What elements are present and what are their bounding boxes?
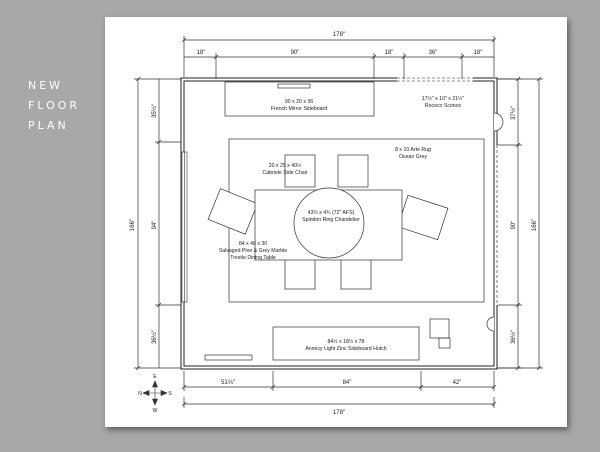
bottom-dimension: 51⅔" 84" 42" 178" — [181, 371, 497, 416]
sideboard-mirror — [277, 83, 311, 89]
top-seg-4: 36" — [429, 50, 438, 56]
compass-n: N — [138, 391, 142, 397]
title-line-1: NEW — [28, 79, 64, 92]
right-total-label: 166" — [532, 219, 538, 231]
chair-bottom-right — [340, 256, 372, 290]
right-seg-2: 90" — [511, 221, 517, 230]
chair-size-label: 20 x 25 x 40½ — [269, 162, 302, 169]
compass-e: E — [153, 374, 157, 380]
table-name-label-1: Salvaged Pine & Grey Marble — [219, 248, 287, 254]
top-seg-5: 18" — [474, 50, 483, 56]
top-dimension-total: 178" — [181, 32, 497, 77]
spiridon-ring-chandelier — [293, 187, 365, 259]
top-seg-2: 90" — [291, 50, 300, 56]
left-seg-2: 94" — [152, 221, 158, 230]
floor-plan-drawing: 178" 18" 90" 18" 36" 18" 166" 35½" 94" 3… — [130, 32, 543, 416]
chair-end-left — [207, 188, 258, 235]
bottom-seg-2: 84" — [343, 380, 352, 386]
bottom-seg-3: 42" — [453, 380, 462, 386]
bottom-seg-1: 51⅔" — [221, 380, 235, 386]
left-total-label: 166" — [130, 219, 136, 231]
top-dimension-segments: 18" 90" 18" 36" 18" — [184, 50, 494, 79]
table-name-label-2: Trestle Dining Table — [230, 255, 276, 261]
top-total-label: 178" — [333, 32, 345, 38]
small-bench — [204, 354, 253, 361]
chair-top-left — [284, 154, 316, 188]
hutch-size-label: 84½ x 18½ x 78 — [328, 338, 365, 345]
table-size-label: 84 x 40 x 30 — [239, 241, 267, 247]
sideboard-size-label: 90 x 20 x 36 — [285, 99, 313, 105]
top-seg-1: 18" — [197, 50, 206, 56]
rug-size-label: 8 x 10 Arte Rug — [395, 147, 431, 153]
accent-cabinet-small — [438, 337, 451, 349]
chair-end-right — [397, 194, 449, 241]
compass-s: S — [168, 391, 172, 397]
title-block: NEW FLOOR PLAN — [28, 76, 118, 136]
rococo-sconce — [493, 112, 504, 132]
floor-plan-sheet: 178" 18" 90" 18" 36" 18" 166" 35½" 94" 3… — [105, 17, 567, 427]
right-dimension: 37½" 90" 36½" 166" — [497, 76, 543, 371]
sconce-size-label: 17½" x 10" x 21½" — [422, 95, 465, 102]
wall-sconce-lower — [486, 316, 495, 332]
room-walls — [180, 77, 498, 370]
left-window — [181, 151, 188, 303]
compass-w: W — [153, 408, 158, 414]
title-line-3: PLAN — [28, 119, 69, 132]
left-seg-3: 36½" — [151, 330, 158, 344]
chandelier-name-label: Spiridon Ring Chandelier — [302, 217, 360, 223]
chair-bottom-left — [284, 256, 316, 290]
compass: N S E W — [138, 374, 172, 414]
left-dimension: 166" 35½" 94" 36½" — [130, 76, 181, 371]
right-seg-1: 37½" — [510, 106, 517, 120]
bottom-total-label: 178" — [333, 410, 345, 416]
chair-name-label: Cabriole Side Chair — [263, 170, 308, 176]
left-seg-1: 35½" — [151, 104, 158, 118]
title-line-2: FLOOR — [28, 99, 81, 112]
chair-top-right — [337, 154, 369, 188]
chandelier-size-label: 43½ x 4¾ (72" AFS) — [308, 209, 355, 216]
hutch-name-label: Annecy Light Zinc Sideboard Hutch — [305, 346, 386, 352]
rug-name-label: Ocean Grey — [399, 154, 427, 160]
sideboard-name-label: French Mirror Sideboard — [271, 106, 327, 112]
right-seg-3: 36½" — [510, 330, 517, 344]
accent-cabinet — [429, 318, 450, 339]
sconce-name-label: Rococo Sconce — [425, 103, 461, 109]
dining-chairs — [207, 154, 449, 290]
sideboard-hutch — [272, 326, 420, 361]
top-seg-3: 18" — [385, 50, 394, 56]
